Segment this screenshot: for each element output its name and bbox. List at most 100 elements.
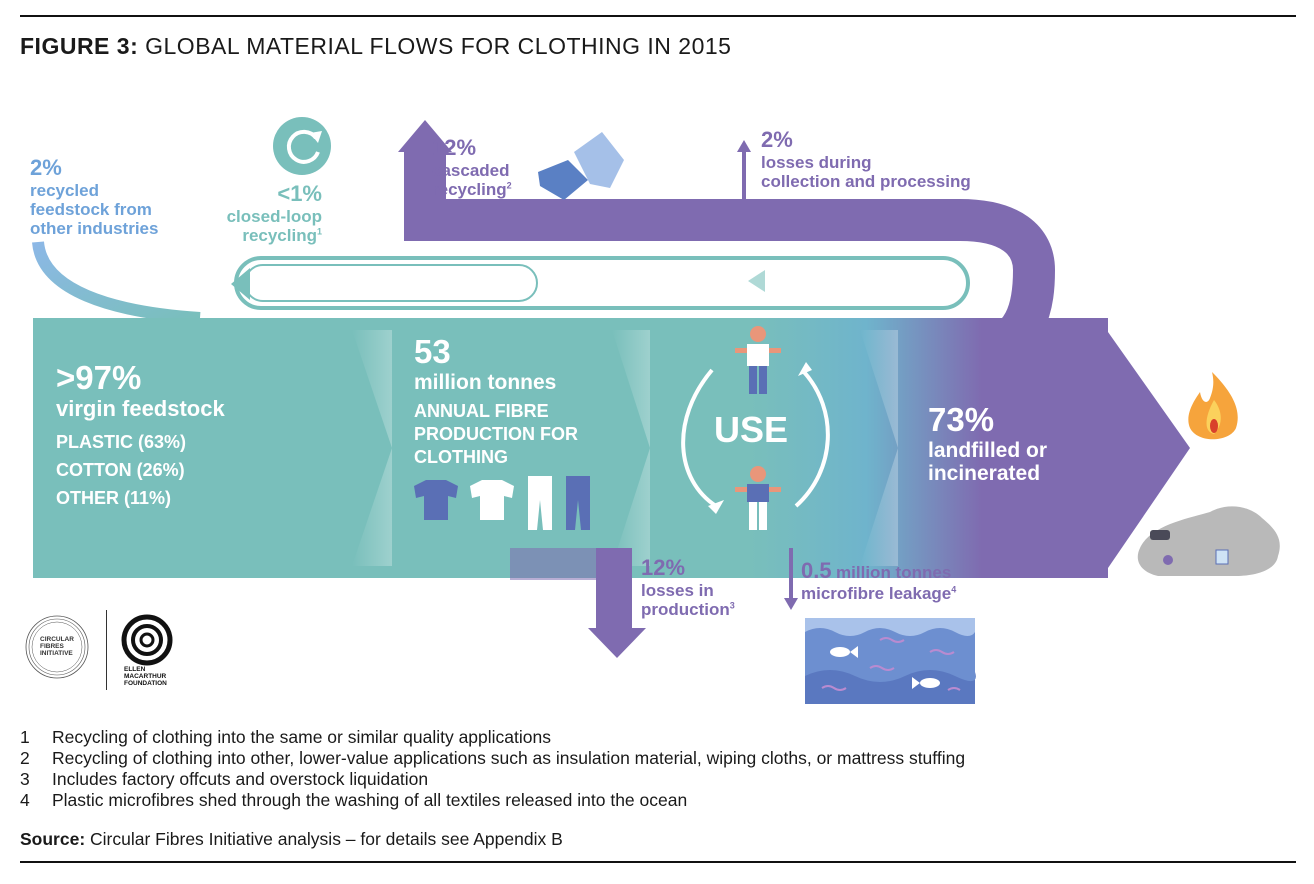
ellen-macarthur-logo xyxy=(121,614,173,666)
microfibre-line1: microfibre leakage xyxy=(801,583,952,603)
figure-label: FIGURE 3: xyxy=(20,33,139,59)
landfill-pct: 73% xyxy=(928,401,995,438)
footnote-number: 2 xyxy=(20,748,30,768)
footnote-text: Recycling of clothing into the same or s… xyxy=(52,727,551,747)
trousers-white-icon xyxy=(528,476,552,530)
emf-logo-text: ELLEN MACARTHUR FOUNDATION xyxy=(124,666,167,687)
virgin-feedstock-label: virgin feedstock xyxy=(56,395,225,421)
ocean-icon xyxy=(805,618,976,704)
fish-icon-2 xyxy=(912,677,940,689)
production-loss-arrowhead xyxy=(588,628,646,658)
closed-loop-line2: recycling xyxy=(242,225,317,245)
production-losses-pct: 12% xyxy=(641,555,686,580)
virgin-item-plastic: PLASTIC (63%) xyxy=(56,431,187,452)
footnote-text: Includes factory offcuts and overstock l… xyxy=(52,769,429,789)
production-unit: million tonnes xyxy=(414,370,557,394)
production-losses-label: 12% losses in production3 xyxy=(641,555,735,619)
recycling-icon xyxy=(273,117,331,175)
footnote-3: 3 Includes factory offcuts and overstock … xyxy=(20,769,965,790)
cascaded-footnote-ref: 2 xyxy=(506,180,512,190)
source-text: Circular Fibres Initiative analysis – fo… xyxy=(90,829,563,849)
collection-loss-arrowhead xyxy=(737,140,751,152)
production-line1: ANNUAL FIBRE xyxy=(414,401,549,422)
footnote-1: 1 Recycling of clothing into the same or … xyxy=(20,727,965,748)
landfill-line1: landfilled or xyxy=(928,438,1048,462)
main-flow-arrow xyxy=(33,318,1190,578)
closed-loop-arrowhead xyxy=(231,268,250,300)
material-flow-diagram xyxy=(25,117,1280,704)
fire-icon xyxy=(1188,372,1238,440)
production-line2: PRODUCTION FOR xyxy=(414,424,578,445)
production-losses-footnote-ref: 3 xyxy=(729,600,735,610)
circular-fibres-logo xyxy=(25,615,89,679)
recycled-feedstock-line3: other industries xyxy=(30,218,159,238)
logo-divider xyxy=(106,610,107,690)
collection-losses-label: 2% losses during collection and processi… xyxy=(761,127,971,191)
footnote-text: Recycling of clothing into other, lower-… xyxy=(52,748,966,768)
footnote-text: Plastic microfibres shed through the was… xyxy=(52,790,688,810)
recycled-feedstock-line1: recycled xyxy=(30,180,99,200)
production-line3: CLOTHING xyxy=(414,447,508,468)
footnote-4: 4 Plastic microfibres shed through the wa… xyxy=(20,790,965,811)
use-cycle-arrow-right xyxy=(794,370,830,508)
virgin-feedstock-block: >97% virgin feedstock PLASTIC (63%) COTT… xyxy=(56,359,225,512)
cfi-logo-line2: FIBRES xyxy=(40,642,64,650)
cascaded-line1: cascaded xyxy=(432,160,510,180)
closed-loop-footnote-ref: 1 xyxy=(316,226,322,236)
collection-losses-pct: 2% xyxy=(761,127,793,152)
production-losses-line1: losses in xyxy=(641,580,714,600)
microfibre-label: 0.5 million tonnes microfibre leakage4 xyxy=(801,558,957,603)
landfill-line2: incinerated xyxy=(928,462,1041,486)
microfibre-value: 0.5 xyxy=(801,558,832,583)
person-bottom-icon xyxy=(735,466,781,530)
use-cycle-arrow-left xyxy=(681,368,718,508)
cascaded-label: 12% cascaded recycling2 xyxy=(432,135,512,199)
emf-logo-line1: ELLEN xyxy=(124,666,146,673)
closed-loop-label: <1% closed-loop recycling1 xyxy=(220,181,322,245)
cascaded-line2: recycling xyxy=(432,179,507,199)
footnotes: 1 Recycling of clothing into the same or … xyxy=(20,727,965,811)
footnote-number: 1 xyxy=(20,727,30,747)
recycled-feedstock-line2: feedstock from xyxy=(30,199,152,219)
recycled-feedstock-pct: 2% xyxy=(30,155,62,180)
cloth-scraps-icon xyxy=(538,132,624,200)
microfibre-arrowhead xyxy=(784,598,798,610)
recycled-feedstock-flow xyxy=(32,241,201,324)
closed-loop-pct: <1% xyxy=(277,181,322,206)
production-block: 53 million tonnes ANNUAL FIBRE PRODUCTIO… xyxy=(414,333,578,469)
collection-losses-line2: collection and processing xyxy=(761,171,971,191)
microfibre-unit: million tonnes xyxy=(836,563,952,582)
trousers-blue-icon xyxy=(566,476,590,530)
virgin-item-other: OTHER (11%) xyxy=(56,487,172,508)
collection-loss-stem xyxy=(742,150,746,210)
recycled-feedstock-label: 2% recycled feedstock from other industr… xyxy=(30,155,159,238)
virgin-item-cotton: COTTON (26%) xyxy=(56,459,185,480)
tshirt-white-icon xyxy=(470,480,514,520)
virgin-feedstock-pct: >97% xyxy=(56,359,142,396)
tshirt-blue-icon xyxy=(414,480,458,520)
emf-logo-line2: MACARTHUR xyxy=(124,672,167,680)
figure-title: FIGURE 3: GLOBAL MATERIAL FLOWS FOR CLOT… xyxy=(20,33,731,60)
closed-loop-line1: closed-loop xyxy=(226,206,322,226)
bottom-rule xyxy=(20,861,1296,863)
landfill-pile-icon xyxy=(1137,506,1280,576)
production-value: 53 xyxy=(414,333,451,370)
cascaded-arrowhead xyxy=(398,120,452,152)
cascaded-pct: 12% xyxy=(432,135,477,160)
person-top-icon xyxy=(735,326,781,394)
cfi-logo-line1: CIRCULAR xyxy=(40,636,74,643)
footnote-number: 3 xyxy=(20,769,30,789)
fish-icon-1 xyxy=(830,646,858,658)
collection-losses-line1: losses during xyxy=(761,152,872,172)
cfi-logo-text: CIRCULAR FIBRES INITIATIVE xyxy=(40,636,74,657)
emf-logo-line3: FOUNDATION xyxy=(124,679,167,687)
source-line: Source: Circular Fibres Initiative analy… xyxy=(20,829,563,850)
microfibre-footnote-ref: 4 xyxy=(951,583,957,594)
footnote-number: 4 xyxy=(20,790,30,810)
use-label: USE xyxy=(714,409,789,450)
landfill-block: 73% landfilled or incinerated xyxy=(928,401,1048,486)
figure-title-text: GLOBAL MATERIAL FLOWS FOR CLOTHING IN 20… xyxy=(145,33,732,59)
microfibre-flow xyxy=(789,548,793,600)
source-label: Source: xyxy=(20,829,86,849)
production-losses-line2: production xyxy=(641,599,730,619)
